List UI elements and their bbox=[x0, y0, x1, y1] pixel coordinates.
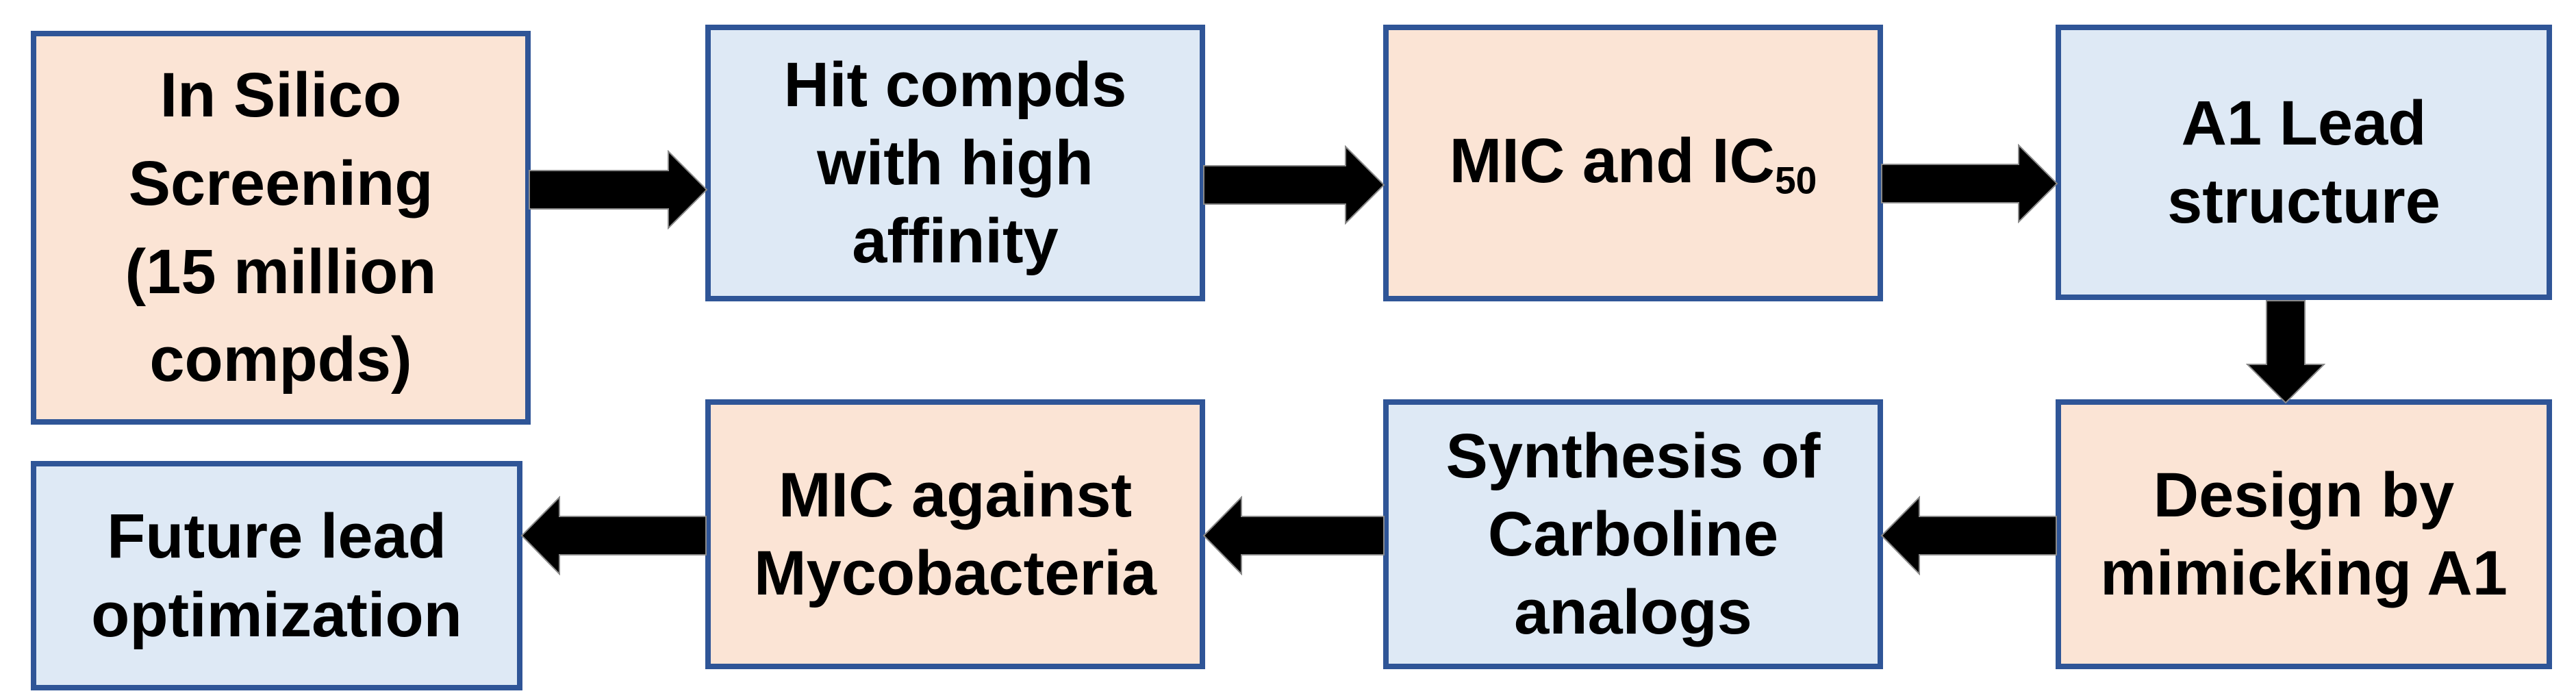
box-label-a1-lead-structure: A1 Lead structure bbox=[2167, 88, 2440, 236]
flow-box-hit-compds: Hit compds with high affinity bbox=[705, 25, 1205, 301]
arrow-left-mic-to-future-icon bbox=[520, 496, 707, 575]
flow-box-future-lead-opt: Future lead optimization bbox=[31, 461, 522, 690]
arrow-right-hits-to-mic-icon bbox=[1203, 145, 1385, 225]
box-label-in-silico-screening: In Silico Screening (15 million compds) bbox=[125, 60, 437, 395]
arrow-left-synthesis-to-mic-icon bbox=[1202, 496, 1385, 575]
box-label-mic-ic50: MIC and IC50 bbox=[1450, 122, 1817, 204]
mic-ic50-text: MIC and IC bbox=[1449, 126, 1775, 196]
arrow-left-design-to-synthesis-icon bbox=[1880, 496, 2057, 575]
box-label-design-mimicking-a1: Design by mimicking A1 bbox=[2100, 460, 2508, 608]
flow-box-mic-mycobacteria: MIC against Mycobacteria bbox=[705, 399, 1205, 669]
flow-box-synthesis-carboline: Synthesis of Carboline analogs bbox=[1383, 399, 1883, 669]
box-label-future-lead-opt: Future lead optimization bbox=[91, 501, 462, 650]
flow-box-a1-lead-structure: A1 Lead structure bbox=[2056, 25, 2552, 300]
box-label-synthesis-carboline: Synthesis of Carboline analogs bbox=[1445, 421, 1821, 648]
flow-box-mic-ic50: MIC and IC50 bbox=[1383, 25, 1883, 301]
flow-box-in-silico-screening: In Silico Screening (15 million compds) bbox=[31, 31, 531, 425]
ic50-subscript: 50 bbox=[1774, 159, 1817, 202]
arrow-right-screening-to-hits-icon bbox=[529, 150, 708, 229]
arrow-right-mic-to-a1lead-icon bbox=[1881, 144, 2058, 223]
box-label-mic-mycobacteria: MIC against Mycobacteria bbox=[753, 460, 1157, 608]
flow-box-design-mimicking-a1: Design by mimicking A1 bbox=[2056, 399, 2552, 669]
arrow-down-a1lead-to-design-icon bbox=[2246, 300, 2325, 404]
box-label-hit-compds: Hit compds with high affinity bbox=[783, 49, 1127, 277]
